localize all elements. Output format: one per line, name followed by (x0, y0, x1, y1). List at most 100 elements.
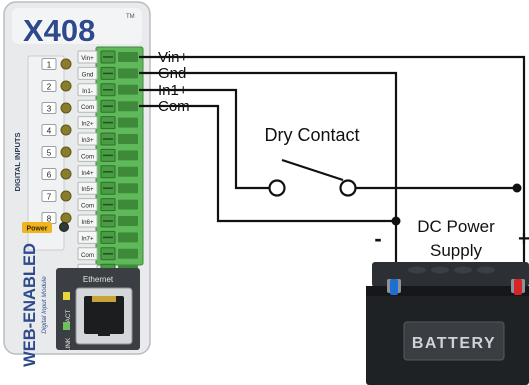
terminal-wire-entry (118, 101, 138, 112)
wires (139, 55, 526, 287)
terminal-label: Com (81, 104, 94, 111)
terminal-wire-entry (118, 84, 138, 95)
terminal-wire-entry (118, 68, 138, 79)
terminals: Vin+GndIn1-ComIn2+In3+ComIn4+In5+ComIn6+… (77, 50, 138, 277)
link-led (63, 322, 70, 330)
input-number: 1 (47, 61, 52, 70)
terminal-label-box (77, 181, 98, 195)
input-number: 7 (47, 193, 52, 202)
terminal-wire-entry (118, 117, 138, 128)
terminal-label-box (77, 99, 98, 113)
input-number: 3 (47, 105, 52, 114)
terminal-label-box (77, 66, 98, 80)
input-number-box (41, 58, 57, 70)
terminal-label-box (77, 116, 98, 130)
terminal-label: In7+ (81, 235, 94, 242)
terminal-label-box (77, 214, 98, 228)
battery-label-plate (403, 321, 505, 361)
input-number-box (41, 102, 57, 114)
input-led (60, 146, 72, 158)
positive-terminal-icon (514, 279, 522, 295)
terminal-label: In1- (82, 88, 93, 95)
power-label: Power (26, 226, 47, 233)
input-led (60, 168, 72, 180)
in1-wire (139, 88, 270, 190)
terminal-label-box (77, 165, 98, 179)
input-number: 8 (47, 215, 52, 224)
terminal-label: In3+ (81, 137, 94, 144)
terminal-label-box (77, 83, 98, 97)
terminal-wire-entry (118, 166, 138, 177)
input-number-box (41, 124, 57, 136)
input-number-box (41, 80, 57, 92)
junction-dot-negative (391, 216, 401, 226)
terminal-label-box (77, 148, 98, 162)
power-badge (22, 222, 52, 233)
supply-label: Supply (430, 241, 482, 260)
input-led (60, 58, 72, 70)
terminal-label-box (77, 230, 98, 244)
act-led (63, 292, 70, 300)
input-number-box (41, 168, 57, 180)
switch-lever (281, 158, 344, 182)
rj45-opening (84, 296, 124, 334)
power-led (59, 222, 69, 232)
terminal-wire-entry (118, 199, 138, 210)
gnd-wire (139, 71, 398, 287)
digital-inputs-label: DIGITAL INPUTS (13, 133, 22, 192)
trademark-mark: TM (126, 14, 135, 20)
terminal-label-box (77, 198, 98, 212)
junction-dot-positive (512, 183, 522, 193)
terminal-label: Com (81, 153, 94, 160)
terminal-label: Com (81, 203, 94, 210)
com-label: Com (158, 98, 190, 115)
input-led (60, 190, 72, 202)
digital-input-module-label: Digital Input Module (41, 276, 48, 334)
input-led (60, 212, 72, 224)
terminal-label: Gnd (82, 71, 94, 78)
web-enabled-label: WEB-ENABLED (21, 243, 39, 367)
dry-contact-label: Dry Contact (264, 125, 359, 145)
input-led (60, 80, 72, 92)
com-wire (139, 104, 396, 223)
rj45-pins (92, 296, 116, 302)
act-label: ACT (65, 309, 72, 322)
input-number-box (41, 190, 57, 202)
gnd-label: Gnd (158, 65, 186, 82)
terminal-wire-entry (118, 183, 138, 194)
battery: BATTERY (366, 262, 529, 385)
vin-wire (139, 55, 526, 287)
input-number-box (41, 146, 57, 158)
battery-rim (366, 286, 529, 296)
rj45-clip (98, 330, 110, 336)
battery-label: BATTERY (412, 335, 496, 352)
in1-label: In1+ (158, 82, 188, 99)
terminal-label-box (77, 50, 98, 64)
input-number: 4 (47, 127, 52, 136)
negative-terminal-icon (390, 279, 398, 295)
terminal-wire-entry (118, 52, 138, 62)
device-model-logo: X408 (23, 13, 95, 48)
device-header (12, 8, 142, 44)
terminal-wire-entry (118, 150, 138, 161)
terminal-label: Vin+ (81, 55, 94, 62)
switch-contact-left (268, 179, 286, 197)
terminal-label-box (77, 247, 98, 261)
terminal-wire-entry (118, 248, 138, 259)
terminal-label: Com (81, 252, 94, 259)
plus-sign: + (518, 228, 529, 250)
terminal-label-box (77, 132, 98, 146)
input-led (60, 102, 72, 114)
minus-sign: - (374, 226, 381, 251)
link-label: LINK (65, 337, 72, 352)
terminal-wire-entry (118, 232, 138, 243)
terminal-wire-entry (118, 216, 138, 226)
terminal-label: In2+ (81, 121, 94, 128)
vin-label: Vin+ (158, 49, 188, 66)
battery-cell-caps (408, 266, 495, 274)
input-led (60, 124, 72, 136)
input-number: 6 (47, 171, 52, 180)
